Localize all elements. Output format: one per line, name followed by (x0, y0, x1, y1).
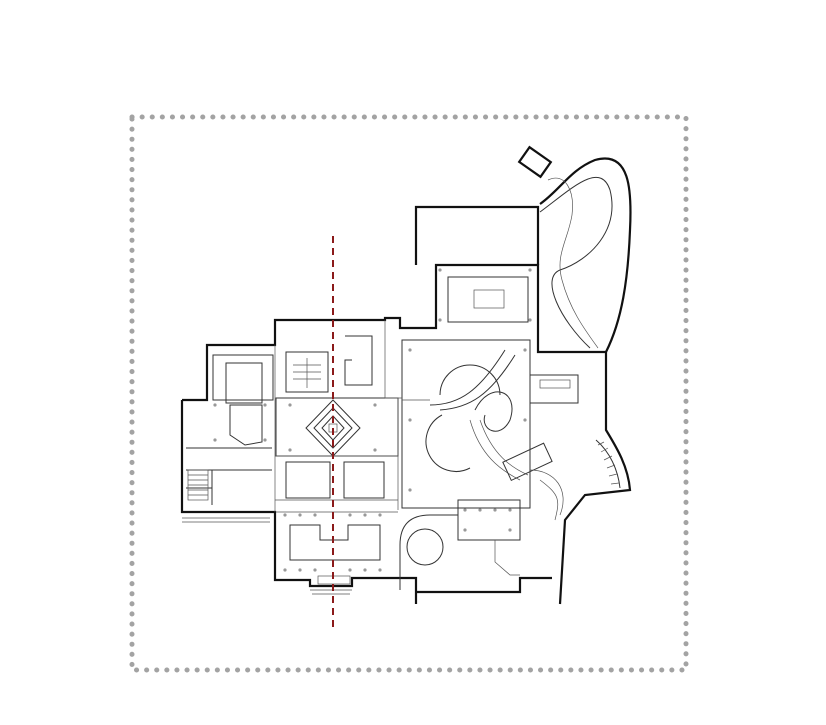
garden-path-edge (547, 177, 599, 349)
north-tower-wall (414, 205, 540, 265)
west-room-c (229, 404, 263, 446)
west-corridor (186, 447, 272, 505)
central-hall-west (285, 461, 331, 499)
garden-path-inner (539, 176, 613, 349)
east-hall (401, 339, 531, 509)
west-room-a (212, 354, 274, 401)
southeast-room (457, 499, 521, 541)
structural-columns (213, 268, 532, 572)
north-hall-inner (473, 289, 505, 309)
west-wing-wall (182, 263, 608, 402)
north-room-grid (293, 358, 321, 388)
southeast-rotunda (406, 528, 444, 566)
central-diamond-mid (313, 407, 353, 449)
east-ramp-block (502, 442, 553, 482)
south-steps (310, 589, 352, 595)
east-stair-steps (597, 441, 620, 485)
building-plan (180, 145, 632, 605)
east-wing-wall (558, 398, 632, 605)
east-room-furniture (539, 379, 571, 389)
central-ramp (429, 349, 516, 411)
central-hall-east (343, 461, 385, 499)
southeast-path (494, 540, 520, 576)
west-wing-lower-wall (180, 400, 418, 604)
west-stair-steps (188, 474, 208, 496)
north-hall (447, 276, 529, 323)
west-ground-line (182, 517, 270, 523)
north-room-right (344, 335, 373, 386)
west-room-b (225, 362, 263, 404)
southeast-corridor (399, 514, 458, 590)
interior-partitions (274, 320, 430, 513)
ramp-curve (474, 391, 513, 432)
south-hall (289, 524, 381, 561)
ramp-path (469, 419, 529, 481)
east-stair-arc (595, 439, 621, 489)
garden-path-outer (539, 157, 632, 353)
south-east-wall (416, 576, 552, 594)
site-boundary (129, 114, 689, 673)
circle-room-north (439, 364, 501, 396)
circle-room-south (425, 414, 471, 472)
east-room (529, 374, 579, 404)
north-room-left (285, 351, 329, 393)
southeast-curve (529, 469, 564, 521)
pavilion (517, 145, 553, 179)
